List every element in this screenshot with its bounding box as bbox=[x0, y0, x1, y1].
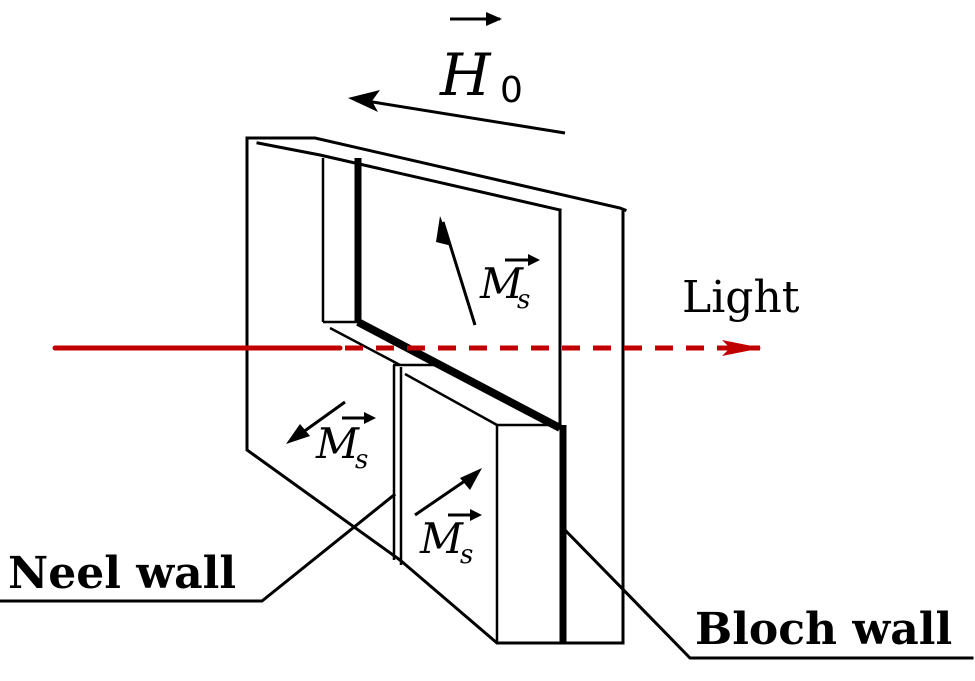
ms-middle-symbol: M bbox=[419, 514, 464, 563]
ms-upper-symbol: M bbox=[479, 259, 524, 308]
ms-middle-overarrow-head bbox=[470, 509, 482, 521]
neel-wall-label: Neel wall bbox=[8, 548, 236, 599]
ms-left-subscript: s bbox=[355, 445, 368, 475]
ms-upper-arrow-icon bbox=[436, 216, 452, 246]
ms-left-overarrow-head bbox=[364, 412, 376, 424]
slab-top-inner-edge bbox=[256, 141, 562, 212]
magnetization-lower-middle: M s bbox=[414, 468, 482, 570]
ms-middle-arrow-icon bbox=[460, 468, 482, 490]
ms-left-symbol: M bbox=[315, 419, 360, 468]
bloch-wall-block bbox=[495, 423, 567, 643]
bloch-wall-callout: Bloch wall bbox=[562, 527, 974, 660]
lower-domain-top-diagonal bbox=[404, 372, 498, 427]
light-beam bbox=[52, 340, 762, 356]
neel-wall-callout: Neel wall bbox=[0, 492, 397, 603]
field-overarrow-head bbox=[486, 12, 502, 26]
ms-middle-subscript: s bbox=[460, 540, 473, 570]
slot-floor-diagonal bbox=[329, 326, 401, 367]
neel-wall-leader-line bbox=[0, 492, 397, 603]
ms-upper-subscript: s bbox=[517, 285, 530, 315]
field-h0: H 0 bbox=[348, 12, 566, 135]
bloch-wall-leader-line bbox=[562, 527, 974, 660]
field-arrow-shaft bbox=[359, 98, 566, 135]
light-label: Light bbox=[682, 272, 800, 323]
slab-bottom-edge bbox=[397, 557, 625, 645]
field-subscript: 0 bbox=[500, 70, 523, 111]
upper-domain-slot bbox=[321, 158, 562, 432]
bloch-wall-ridge bbox=[356, 318, 562, 432]
magnetization-lower-left: M s bbox=[286, 400, 376, 475]
field-symbol: H bbox=[439, 41, 492, 109]
neel-wall-layer bbox=[392, 363, 498, 565]
ms-upper-overarrow-head bbox=[528, 254, 540, 266]
bloch-wall-label: Bloch wall bbox=[695, 604, 952, 655]
ms-left-arrow-icon bbox=[286, 424, 310, 444]
slab-top-edge bbox=[245, 136, 627, 212]
slab-left-face bbox=[245, 136, 403, 563]
magnetization-upper: M s bbox=[436, 216, 540, 326]
field-arrow-icon bbox=[348, 90, 380, 112]
